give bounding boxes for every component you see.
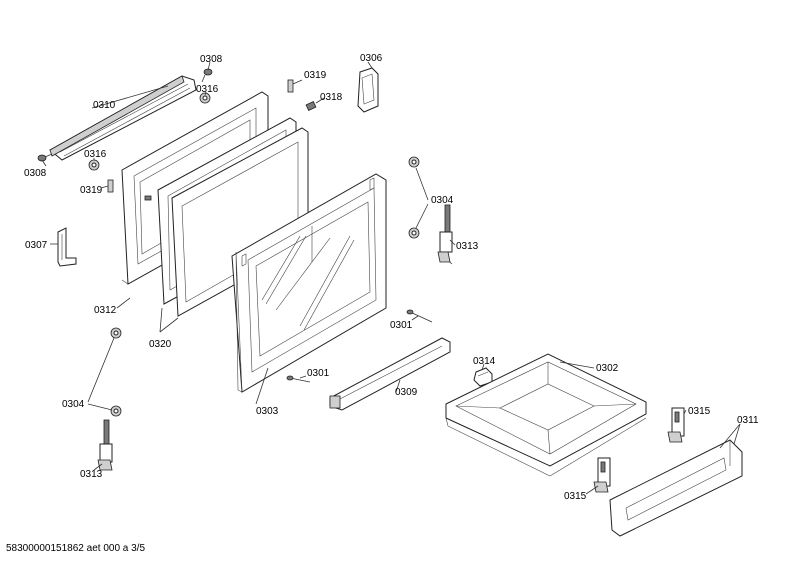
part-0313-hinge-left bbox=[97, 419, 113, 471]
part-0304-washer-left-top bbox=[110, 327, 122, 339]
part-0309-handle bbox=[329, 337, 451, 411]
label-0301: 0301 bbox=[390, 320, 413, 331]
part-0306-hinge-cover bbox=[357, 61, 379, 113]
part-0316-cap-left bbox=[88, 159, 100, 171]
part-0315-clip-left bbox=[593, 457, 611, 493]
part-0304-washer-left-bottom bbox=[110, 405, 122, 417]
label-0302: 0302 bbox=[596, 363, 619, 374]
label-0310: 0310 bbox=[93, 100, 116, 111]
label-0313: 0313 bbox=[456, 241, 479, 252]
document-reference: 58300000151862 aet 000 a 3/5 bbox=[6, 543, 146, 554]
label-0301: 0301 bbox=[307, 368, 330, 379]
label-0306: 0306 bbox=[360, 53, 383, 64]
part-0308-screw-left bbox=[37, 153, 53, 162]
part-labels: 0308 0316 0319 0318 0306 0310 0316 0308 … bbox=[24, 53, 759, 502]
leader-lines bbox=[41, 61, 741, 495]
label-0319: 0319 bbox=[304, 70, 327, 81]
part-0319-clip-left bbox=[107, 179, 114, 193]
label-0311: 0311 bbox=[737, 415, 759, 426]
label-0315: 0315 bbox=[564, 491, 587, 502]
part-0315-clip-right bbox=[667, 407, 685, 443]
part-0301-screw-left bbox=[286, 375, 311, 383]
label-0315: 0315 bbox=[688, 406, 711, 417]
part-0304-washer-right-top bbox=[408, 156, 420, 168]
part-0319-clip-top bbox=[287, 79, 303, 93]
part-0308-screw-top bbox=[201, 68, 213, 83]
part-0304-washer-right-bottom bbox=[408, 227, 420, 239]
part-0301-screw-right bbox=[406, 309, 433, 323]
label-0320: 0320 bbox=[149, 339, 172, 350]
part-0313-hinge-right bbox=[437, 204, 453, 265]
part-0311-drawer-front bbox=[609, 439, 743, 537]
part-0303-front-door bbox=[231, 173, 387, 393]
label-0318: 0318 bbox=[320, 92, 343, 103]
part-0307-bracket bbox=[57, 227, 77, 267]
label-0304: 0304 bbox=[62, 399, 85, 410]
label-0319: 0319 bbox=[80, 185, 103, 196]
label-0314: 0314 bbox=[473, 356, 496, 367]
label-0307: 0307 bbox=[25, 240, 48, 251]
label-0308: 0308 bbox=[200, 54, 223, 65]
label-0313: 0313 bbox=[80, 469, 103, 480]
label-0312: 0312 bbox=[94, 305, 117, 316]
label-0316: 0316 bbox=[84, 149, 107, 160]
label-0309: 0309 bbox=[395, 387, 418, 398]
label-0304: 0304 bbox=[431, 195, 454, 206]
part-0302-baking-tray bbox=[445, 353, 647, 477]
label-0316: 0316 bbox=[196, 84, 219, 95]
part-0316-cap-top bbox=[199, 92, 211, 104]
label-0303: 0303 bbox=[256, 406, 279, 417]
part-0318-screw bbox=[305, 97, 325, 111]
label-0308: 0308 bbox=[24, 168, 47, 179]
